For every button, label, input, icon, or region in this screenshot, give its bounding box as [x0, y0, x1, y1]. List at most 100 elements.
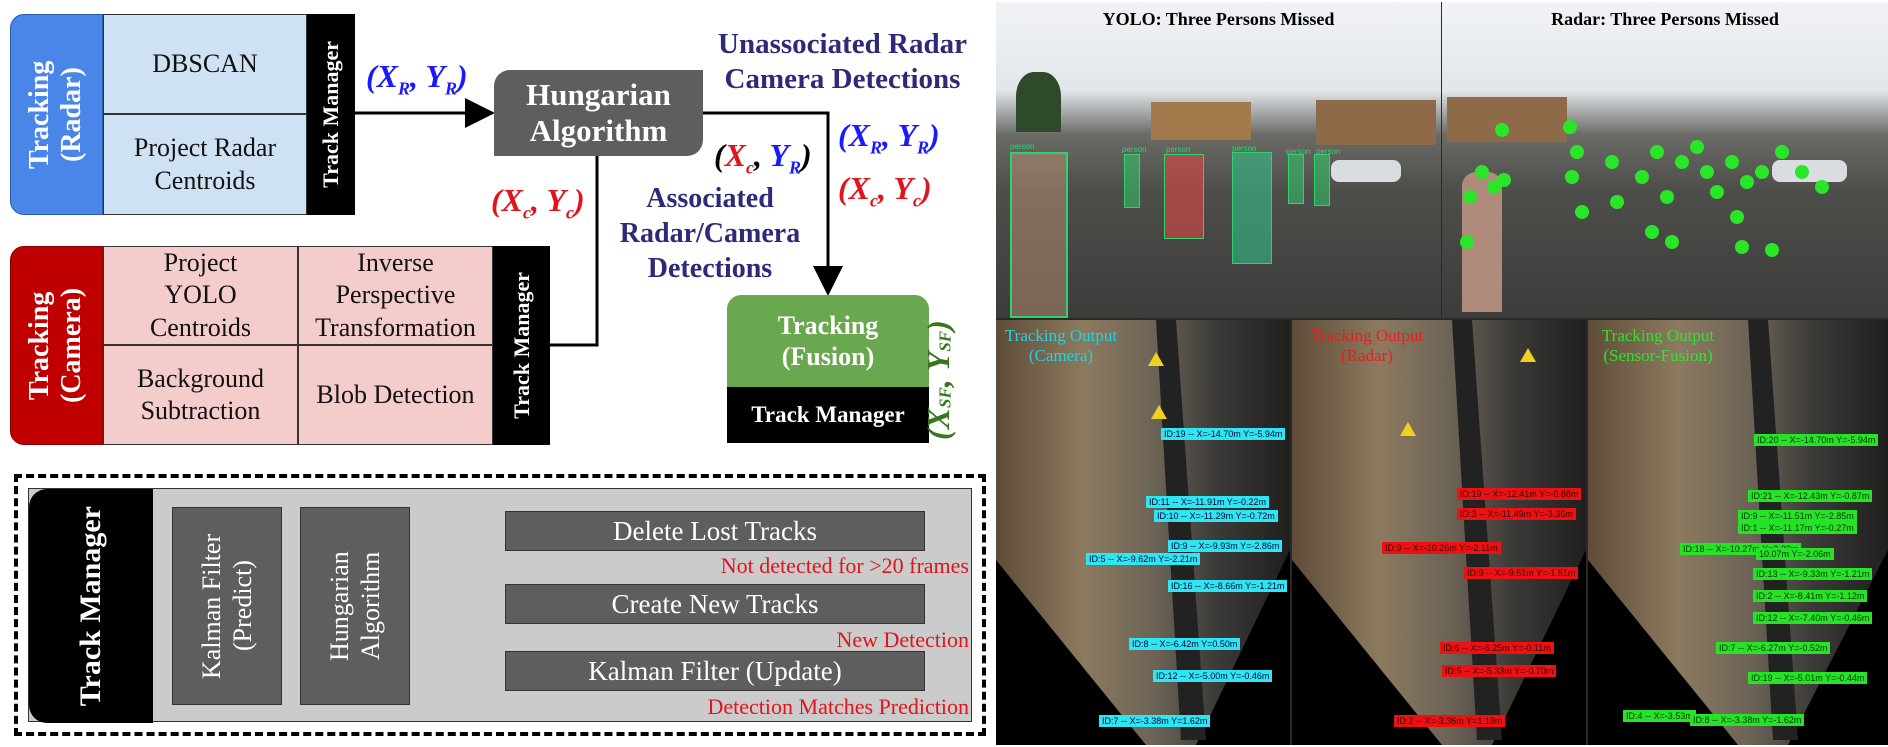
- camera-track-manager: Track Manager: [493, 246, 550, 445]
- panel-fusion-title: Tracking Output (Sensor-Fusion): [1601, 326, 1715, 365]
- track-tag: ID:5 -- X=-5.33m Y=-0.70m: [1442, 665, 1557, 677]
- camera-to-hungarian-arrow: [550, 124, 612, 347]
- camera-cell-bg-sub: Background Subtraction: [103, 345, 298, 445]
- formula-sub: c: [746, 157, 754, 178]
- tm-kalman-predict-label: Kalman Filter (Predict): [196, 533, 257, 679]
- track-tag: ID:13 -- X=-9.33m Y=-1.21m: [1753, 568, 1873, 580]
- track-tag: ID:4 -- X=-3.53m: [1623, 710, 1696, 722]
- formula-var: X: [501, 182, 523, 218]
- photo-radar-caption: Radar: Three Persons Missed: [1551, 8, 1779, 29]
- tm-note-update: Detection Matches Prediction: [707, 694, 969, 719]
- formula-var: Y: [893, 170, 913, 206]
- camera-track-manager-label: Track Manager: [508, 272, 534, 419]
- car-shape: [1331, 160, 1401, 182]
- camera-title-box: Tracking (Camera): [10, 246, 103, 445]
- track-tag: ID:3 -- X=-11.49m Y=-3.36m: [1457, 508, 1576, 520]
- formula-sub: c: [523, 202, 531, 223]
- track-tag: ID:7 -- X=-3.38m Y=1.62m: [1099, 715, 1211, 727]
- radar-title-box: Tracking (Radar): [10, 14, 103, 215]
- track-tag: ID:5 -- X=-9.62m Y=-2.21m: [1086, 553, 1201, 565]
- radar-track-manager-label: Track Manager: [318, 41, 343, 188]
- track-tag: ID:19 -- X=-5.01m Y=-0.44m: [1748, 672, 1868, 684]
- track-tag: ID:12 -- X=-7.40m Y=-0.46m: [1753, 612, 1873, 624]
- formula-var: X: [848, 170, 870, 206]
- person-label: person: [1232, 144, 1257, 153]
- formula-sub: c: [870, 190, 878, 211]
- formula-var: Y: [425, 58, 445, 94]
- camera-tracking-block: Tracking (Camera) Project YOLO Centroids…: [10, 246, 550, 445]
- track-manager-detail: Track Manager Kalman Filter (Predict) Hu…: [14, 474, 986, 736]
- birdseye-mask: [996, 320, 1290, 745]
- person-box: [1164, 154, 1204, 239]
- person-box: [1124, 154, 1140, 208]
- person-label: person: [1010, 142, 1035, 151]
- formula-var: Y: [920, 351, 956, 372]
- tm-note-delete: Not detected for >20 frames: [720, 553, 969, 578]
- marker-triangle-icon: [1151, 405, 1167, 419]
- building-shape: [1316, 100, 1436, 145]
- formula-sub: R: [788, 157, 801, 178]
- formula-xr-yr-left: (XR, YR): [366, 58, 468, 99]
- hungarian-box: Hungarian Algorithm: [494, 70, 703, 156]
- person-box: [1232, 152, 1272, 264]
- tm-detail-background: Track Manager Kalman Filter (Predict) Hu…: [28, 488, 972, 723]
- track-tag: ID:21 -- X=-12.43m Y=-0.87m: [1748, 490, 1873, 502]
- photo-radar: Radar: Three Persons Missed: [1442, 2, 1888, 318]
- formula-var: Y: [769, 137, 789, 173]
- radar-track-manager: Track Manager: [307, 14, 355, 215]
- formula-sub: R: [444, 78, 457, 99]
- track-tag: ID:2 -- X=-8.41m Y=-1.12m: [1753, 590, 1868, 602]
- track-tag: ID:6 -- X=-6.25m Y=-0.11m: [1440, 642, 1554, 654]
- tm-kalman-predict-box: Kalman Filter (Predict): [172, 507, 282, 705]
- birdseye-mask: [1292, 320, 1586, 745]
- formula-var: X: [920, 408, 956, 430]
- track-tag: ID:16 -- X=-8.66m Y=-1.21m: [1168, 580, 1288, 592]
- building-shape: [1151, 102, 1251, 140]
- camera-title: Tracking (Camera): [24, 287, 88, 404]
- formula-sub: SF: [935, 387, 955, 408]
- unassociated-label: Unassociated Radar Camera Detections: [718, 28, 967, 95]
- radar-cell-project: Project Radar Centroids: [103, 114, 307, 215]
- radar-cell-dbscan: DBSCAN: [103, 14, 307, 114]
- track-tag: ID:1 -- X=-11.17m Y=-0.27m: [1738, 522, 1857, 534]
- track-tag: ID:8 -- X=-3.38m Y=-1.62m: [1690, 714, 1805, 726]
- formula-xr-yr-right: (XR, YR): [838, 117, 940, 158]
- track-tag: ID:9 -- X=-9.93m Y=-2.86m: [1168, 540, 1283, 552]
- camera-cell-ipt: Inverse Perspective Transformation: [298, 246, 493, 345]
- panel-camera-title: Tracking Output (Camera): [1004, 326, 1118, 365]
- radar-tracking-block: Tracking (Radar) DBSCAN Project Radar Ce…: [10, 14, 355, 215]
- camera-cell-blob: Blob Detection: [298, 345, 493, 445]
- formula-var: X: [848, 117, 870, 153]
- tree-shape: [1016, 72, 1061, 132]
- track-tag: ID:8 -- X=-6.42m Y=0.50m: [1129, 638, 1241, 650]
- track-tag: ID:9 -- X=-10.26m Y=-2.11m: [1382, 542, 1501, 554]
- formula-xsf-ysf: (XSF, YSF): [920, 320, 956, 440]
- person-label: person: [1166, 145, 1191, 154]
- panel-camera-tracking: Tracking Output (Camera) ID:19 -- X=-14.…: [996, 320, 1290, 745]
- track-tag: ID:19 -- X=-14.70m Y=-5.94m: [1161, 428, 1286, 440]
- tm-detail-title: Track Manager: [73, 505, 107, 707]
- marker-triangle-icon: [1400, 422, 1416, 436]
- person-box: [1010, 152, 1068, 318]
- track-tag: 10.07m Y=-2.06m: [1756, 548, 1834, 560]
- car-shape: [1772, 160, 1847, 182]
- person-label: person: [1316, 147, 1341, 156]
- panel-radar-tracking: Tracking Output (Radar) ID:19 -- X=-12.4…: [1292, 320, 1586, 745]
- formula-xc-yr-mid: (Xc, YR): [714, 137, 812, 178]
- track-tag: ID:11 -- X=-11.91m Y=-0.22m: [1146, 496, 1270, 508]
- formula-var: Y: [897, 117, 917, 153]
- associated-label: Associated Radar/Camera Detections: [619, 182, 801, 284]
- formula-sub: R: [916, 137, 929, 158]
- tm-note-create: New Detection: [836, 627, 969, 652]
- photo-yolo-caption: YOLO: Three Persons Missed: [1102, 8, 1335, 29]
- fusion-block: Tracking (Fusion) Track Manager: [727, 295, 929, 443]
- formula-sub: c: [565, 202, 574, 223]
- track-tag: ID:19 -- X=-12.41m Y=-0.88m: [1457, 488, 1582, 500]
- photo-yolo: YOLO: Three Persons Missed person person…: [996, 2, 1441, 318]
- person-label: person: [1122, 145, 1147, 154]
- track-tag: ID:7 -- X=-6.27m Y=-0.52m: [1716, 642, 1831, 654]
- camera-cell-project-yolo: Project YOLO Centroids: [103, 246, 298, 345]
- tm-action-update: Kalman Filter (Update): [505, 651, 925, 691]
- tm-hungarian-label: Hungarian Algorithm: [324, 551, 385, 661]
- formula-sub: SF: [935, 330, 955, 352]
